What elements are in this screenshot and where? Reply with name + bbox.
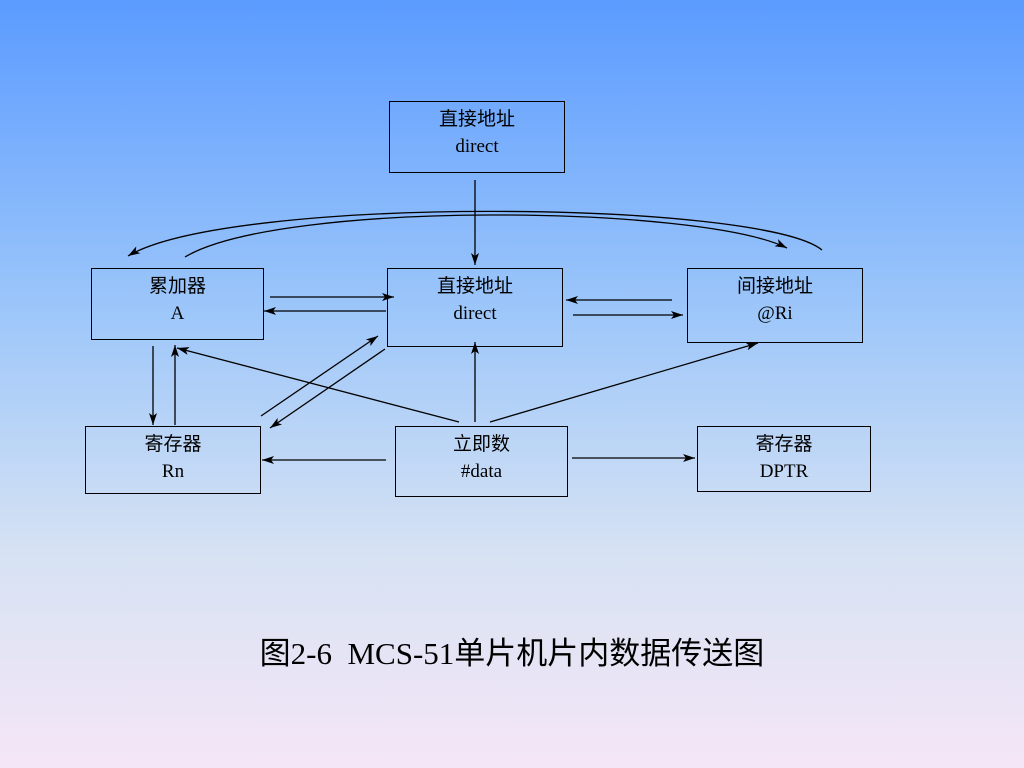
register-rn-label-en: Rn: [161, 461, 185, 482]
box-center-direct: 直接地址 direct: [387, 268, 563, 347]
arc-accumulator-to-indirect: [184, 214, 788, 258]
box-indirect: 间接地址 @Ri: [687, 268, 863, 343]
box-accumulator: 累加器 A: [91, 268, 264, 340]
center-direct-label-cn: 直接地址: [436, 276, 513, 297]
immediate-label-en: #data: [460, 461, 503, 482]
accumulator-label-cn: 累加器: [148, 276, 206, 297]
arrow-direct-to-rn: [269, 348, 386, 429]
box-top-direct: 直接地址 direct: [389, 101, 565, 173]
figure-caption: 图2-6 MCS-51单片机片内数据传送图: [259, 636, 765, 671]
box-register-dptr: 寄存器 DPTR: [697, 426, 871, 492]
center-direct-label-en: direct: [453, 303, 497, 324]
box-register-rn: 寄存器 Rn: [85, 426, 261, 494]
immediate-label-cn: 立即数: [452, 434, 510, 455]
arrow-rn-to-direct: [260, 335, 379, 417]
indirect-label-cn: 间接地址: [736, 276, 813, 297]
arc-indirect-to-accumulator: [127, 210, 823, 257]
arrow-immediate-to-accumulator: [176, 347, 460, 423]
arrow-immediate-to-indirect: [489, 342, 759, 423]
indirect-label-en: @Ri: [757, 303, 793, 324]
accumulator-label-en: A: [170, 303, 185, 324]
register-dptr-label-en: DPTR: [759, 461, 809, 482]
top-direct-label-cn: 直接地址: [438, 109, 515, 130]
register-rn-label-cn: 寄存器: [144, 434, 202, 455]
register-dptr-label-cn: 寄存器: [755, 434, 813, 455]
box-immediate: 立即数 #data: [395, 426, 568, 497]
top-direct-label-en: direct: [455, 136, 499, 157]
